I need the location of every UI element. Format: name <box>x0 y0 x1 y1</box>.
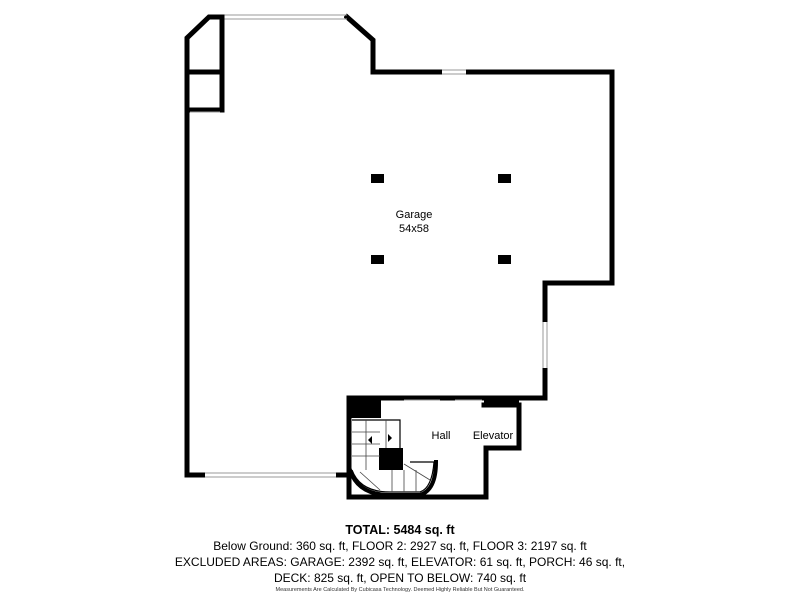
hall-label: Hall <box>432 430 451 442</box>
elevator-shaft <box>404 399 519 407</box>
total-area: TOTAL: 5484 sq. ft <box>345 523 455 537</box>
openings <box>205 13 549 479</box>
elevator-label: Elevator <box>473 430 514 442</box>
area-summary: TOTAL: 5484 sq. ft Below Ground: 360 sq.… <box>0 520 800 595</box>
stairwell <box>347 400 439 497</box>
garage-columns <box>371 174 511 264</box>
disclaimer: Measurements Are Calculated By Cubicasa … <box>275 587 525 593</box>
floor-plan: Garage 54x58 Hall Elevator <box>184 13 615 500</box>
floor-areas: Below Ground: 360 sq. ft, FLOOR 2: 2927 … <box>213 539 587 553</box>
closet <box>186 14 225 113</box>
excluded-areas: EXCLUDED AREAS: GARAGE: 2392 sq. ft, ELE… <box>174 555 626 569</box>
excluded-areas-continued: DECK: 825 sq. ft, OPEN TO BELOW: 740 sq.… <box>273 571 527 585</box>
garage-dimensions: 54x58 <box>399 223 429 235</box>
garage-label: Garage <box>396 209 433 221</box>
